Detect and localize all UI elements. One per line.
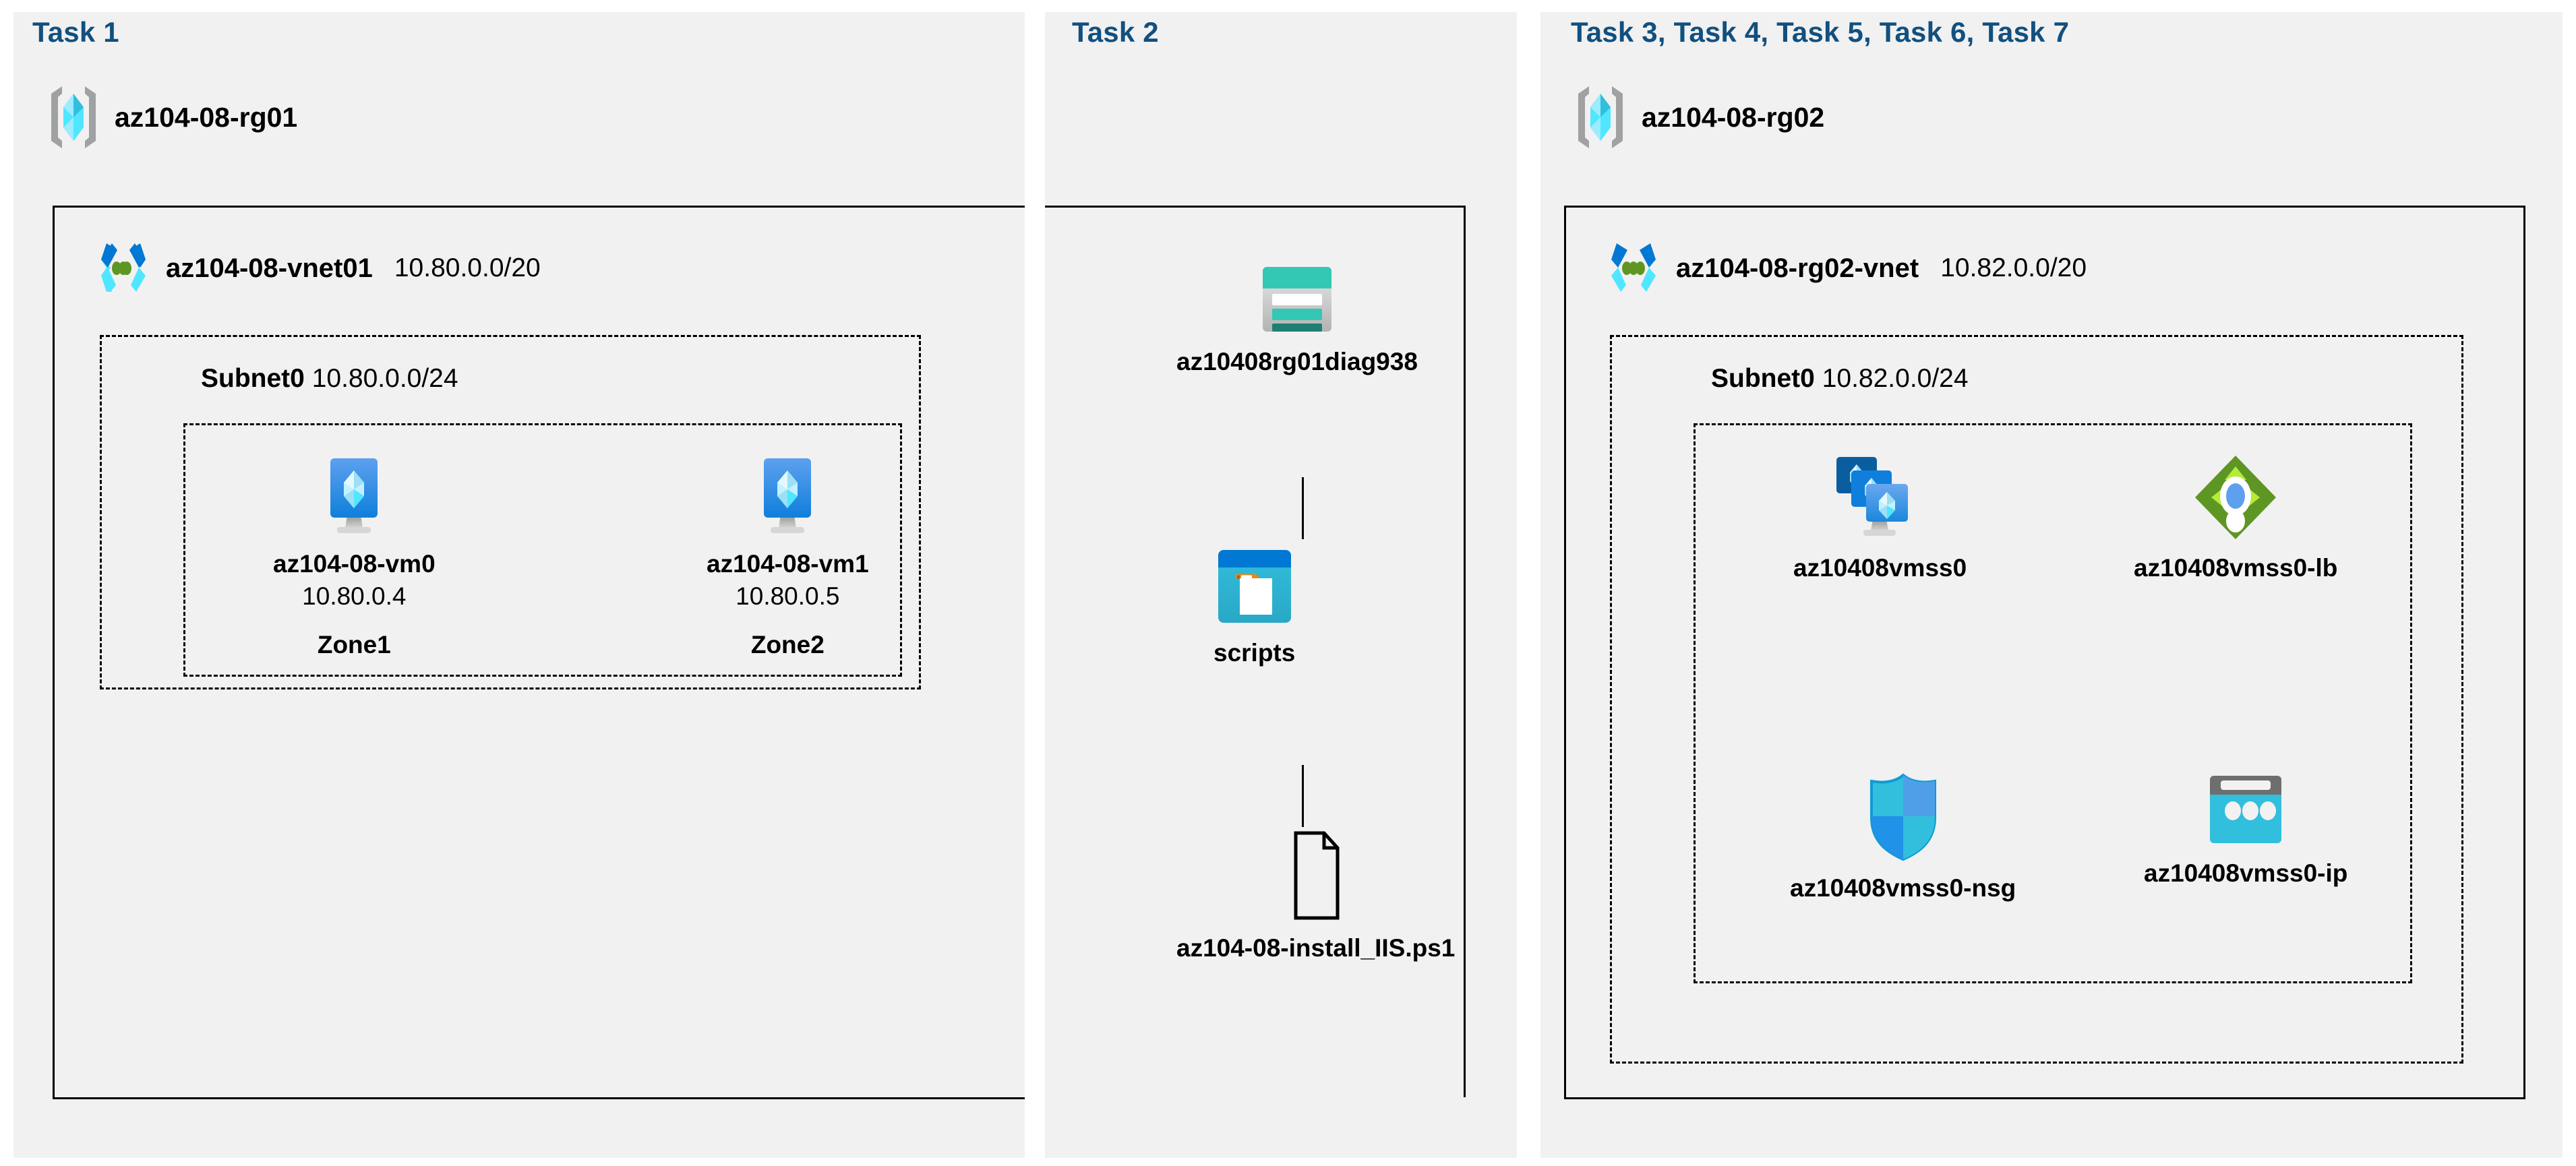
availability-zone-group-boundary	[183, 423, 902, 677]
task3-label: Task 3, Task 4, Task 5, Task 6, Task 7	[1571, 16, 2070, 48]
vnet-cidr: 10.82.0.0/20	[1940, 253, 2087, 282]
panel-task3	[1540, 12, 2563, 1158]
virtual-machine-icon	[750, 453, 825, 538]
subnet0-boundary	[100, 335, 921, 689]
file-name: az104-08-install_IIS.ps1	[1176, 934, 1456, 962]
vnet-name: az104-08-rg02-vnet	[1676, 253, 1919, 283]
storage-account-icon	[1257, 263, 1337, 336]
load-balancer-icon	[2191, 453, 2280, 542]
panel-task2-top	[1045, 12, 1517, 204]
node-vmss: az10408vmss0	[1793, 453, 1967, 582]
task1-label: Task 1	[32, 16, 119, 48]
vm-zone: Zone1	[317, 631, 391, 658]
vm-name: az104-08-vm1	[707, 550, 869, 578]
vnet-name: az104-08-vnet01	[166, 253, 373, 283]
connector-storage-to-scripts	[1302, 477, 1304, 539]
blob-container-icon	[1214, 546, 1295, 627]
node-vm0: az104-08-vm0 10.80.0.4 Zone1	[273, 453, 436, 659]
vnet-cidr: 10.80.0.0/20	[394, 253, 541, 282]
subnet0-title: Subnet0 10.80.0.0/24	[201, 364, 458, 394]
resource-group-name: az104-08-rg02	[1642, 101, 1825, 133]
blob-container-name: scripts	[1214, 639, 1296, 667]
subnet-cidr: 10.82.0.0/24	[1822, 364, 1969, 393]
node-public-ip: az10408vmss0-ip	[2144, 772, 2347, 888]
vmss-name: az10408vmss0	[1793, 554, 1967, 582]
task2-label: Task 2	[1072, 16, 1159, 48]
load-balancer-name: az10408vmss0-lb	[2134, 554, 2338, 582]
resource-group-icon	[1574, 84, 1627, 150]
vm-zone: Zone2	[750, 631, 825, 658]
subnet-cidr: 10.80.0.0/24	[311, 364, 458, 393]
vm-scale-set-icon	[1830, 453, 1931, 542]
storage-account-name: az10408rg01diag938	[1176, 348, 1418, 375]
vm-ip: 10.80.0.5	[736, 582, 840, 610]
node-blob-container: scripts	[1214, 546, 1295, 667]
resource-group-rg01: az104-08-rg01	[47, 84, 297, 150]
subnet-name: Subnet0	[1711, 364, 1815, 393]
resource-group-rg02: az104-08-rg02	[1574, 84, 1824, 150]
vnet01-header: az104-08-vnet01 10.80.0.0/20	[94, 239, 541, 297]
subnet0-rg02-boundary	[1610, 335, 2463, 1064]
virtual-network-icon	[1605, 239, 1663, 297]
network-security-group-icon	[1862, 772, 1944, 862]
virtual-network-icon	[94, 239, 152, 297]
public-ip-address-icon	[2205, 772, 2287, 847]
vm-ip: 10.80.0.4	[302, 582, 407, 610]
vnet02-boundary	[1564, 206, 2525, 1099]
node-storage-account: az10408rg01diag938	[1176, 263, 1418, 376]
nsg-name: az10408vmss0-nsg	[1790, 874, 2016, 902]
node-nsg: az10408vmss0-nsg	[1790, 772, 2016, 902]
public-ip-name: az10408vmss0-ip	[2144, 859, 2348, 887]
subnet0-rg02-title: Subnet0 10.82.0.0/24	[1711, 364, 1969, 394]
file-icon	[1281, 829, 1351, 922]
node-vm1: az104-08-vm1 10.80.0.5 Zone2	[707, 453, 869, 659]
node-ps1-file: az104-08-install_IIS.ps1	[1176, 829, 1455, 962]
vnet01-boundary	[53, 206, 1466, 1099]
panel-gap-left	[1025, 12, 1045, 1158]
vnet02-header: az104-08-rg02-vnet 10.82.0.0/20	[1605, 239, 2087, 297]
panel-task2-bottom	[1045, 1097, 1517, 1158]
panel-gap-right	[1517, 12, 1540, 1158]
virtual-machine-icon	[317, 453, 391, 538]
panel-task1	[13, 12, 1025, 1158]
resource-group-icon	[47, 84, 100, 150]
vm-name: az104-08-vm0	[273, 550, 436, 578]
resource-group-name: az104-08-rg01	[115, 101, 298, 133]
connector-scripts-to-file	[1302, 765, 1304, 827]
node-load-balancer: az10408vmss0-lb	[2134, 453, 2337, 582]
vmss-resources-boundary	[1694, 423, 2412, 983]
subnet-name: Subnet0	[201, 364, 305, 393]
